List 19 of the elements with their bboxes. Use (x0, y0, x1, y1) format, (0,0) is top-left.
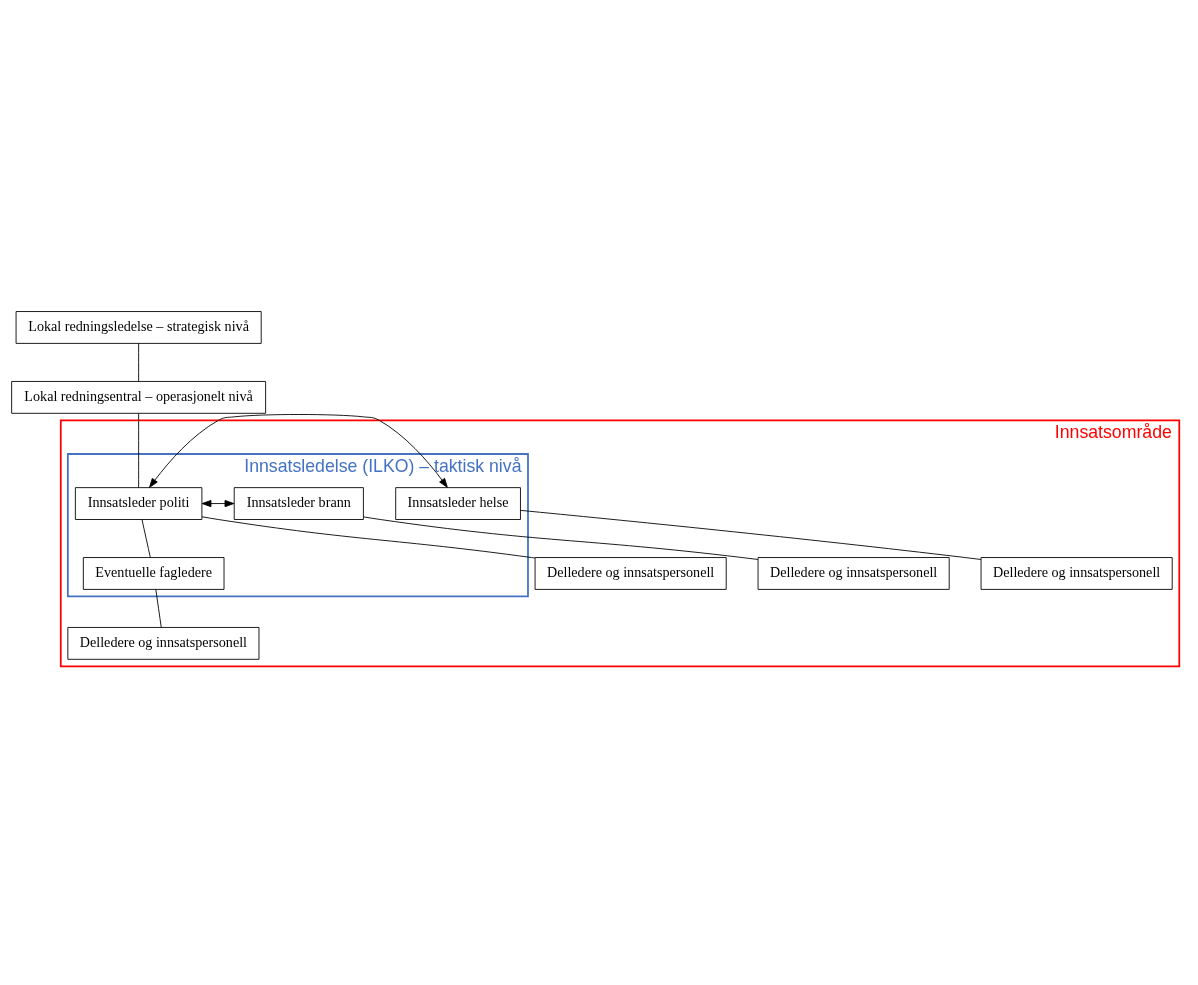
arrow (201, 500, 235, 508)
node-box: Innsatsleder helse (395, 487, 521, 520)
connector (155, 589, 162, 628)
connector (138, 343, 140, 382)
node-box: Eventuelle fagledere (82, 557, 225, 590)
node-box: Delledere og innsatspersonell (980, 557, 1173, 590)
arrow (149, 414, 448, 488)
node-box: Delledere og innsatspersonell (67, 627, 260, 660)
connector (201, 516, 536, 559)
node-box: Lokal redningsentral – operasjonelt nivå (11, 381, 267, 414)
node-box: Lokal redningsledelse – strategisk nivå (15, 311, 262, 344)
connector (520, 509, 982, 560)
connector (363, 516, 759, 560)
node-box: Delledere og innsatspersonell (534, 557, 727, 590)
node-box: Innsatsleder politi (74, 487, 203, 520)
node-box: Innsatsleder brann (233, 487, 364, 520)
connector (141, 519, 151, 558)
connector (138, 413, 140, 488)
node-box: Delledere og innsatspersonell (757, 557, 950, 590)
